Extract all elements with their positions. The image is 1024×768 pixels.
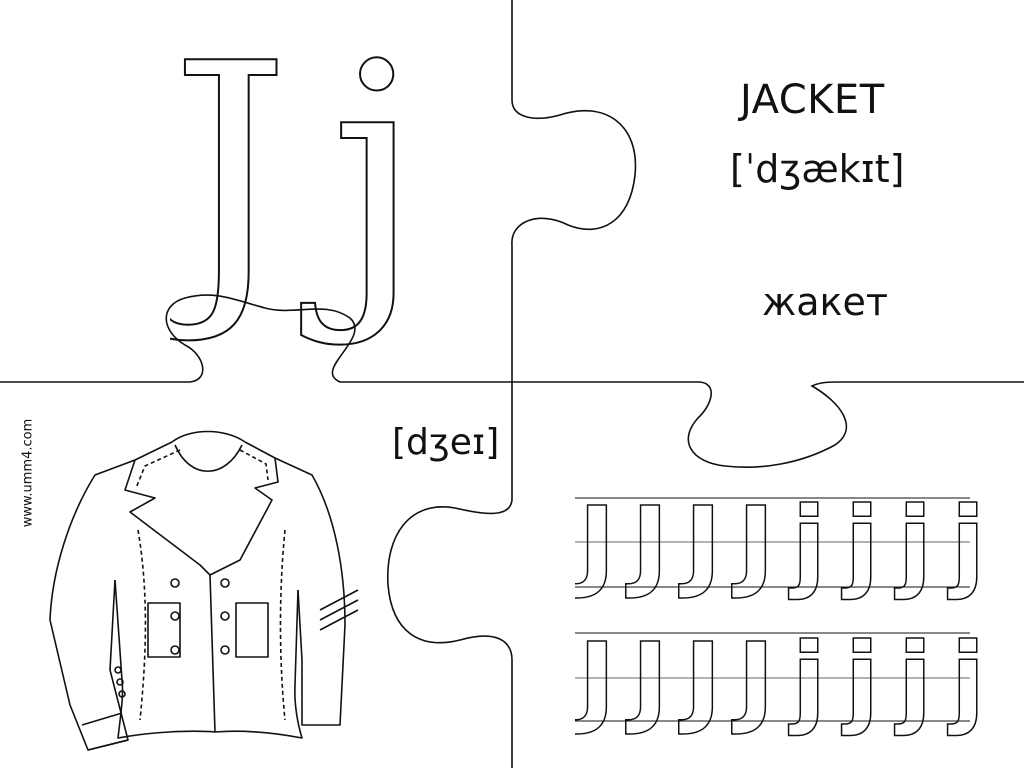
word-transcription: [ˈdʒækɪt] <box>730 147 905 191</box>
practice-letter: J <box>625 621 668 738</box>
practice-letter: j <box>788 621 826 738</box>
practice-letter: j <box>947 621 985 738</box>
jacket-cuff-button <box>114 666 122 674</box>
jacket-cuff-button <box>116 678 124 686</box>
word-english: JACKET <box>740 77 885 123</box>
practice-letter: j <box>894 490 932 602</box>
jacket-right-sleeve <box>274 457 346 726</box>
practice-letter: j <box>894 621 932 738</box>
jacket-button <box>220 578 230 588</box>
uppercase-j: J <box>170 20 290 349</box>
practice-letter: J <box>731 621 774 738</box>
practice-letter: J <box>731 490 774 602</box>
jacket-right-lapel <box>209 441 279 576</box>
practice-letter: J <box>678 490 721 602</box>
jacket-collar-stand <box>171 430 246 443</box>
lowercase-j: j <box>297 20 423 349</box>
site-label: www.umm4.com <box>20 418 36 528</box>
practice-letter: J <box>575 490 616 602</box>
jacket-sleeve-stripes <box>319 589 359 631</box>
jacket-left-lapel <box>124 441 211 576</box>
jacket-left-pocket <box>147 602 181 658</box>
practice-letter: j <box>947 490 985 602</box>
letter-sound: [dʒeɪ] <box>392 422 500 463</box>
puzzle-edge-vertical-bottom <box>387 382 513 768</box>
practice-letter: J <box>678 621 721 738</box>
practice-letter: j <box>841 490 879 602</box>
letters-jj-artwork: J j <box>170 20 424 350</box>
puzzle-edge-top-left <box>0 294 512 383</box>
practice-letter: j <box>841 621 879 738</box>
puzzle-edge-top-right <box>512 381 1024 468</box>
jacket-button <box>220 611 230 621</box>
jacket-back-neck <box>174 444 243 472</box>
jacket-right-pocket <box>235 602 269 658</box>
jacket-icon <box>49 430 359 751</box>
jacket-right-body <box>214 589 303 739</box>
jacket-button <box>170 578 180 588</box>
jacket-button <box>170 645 180 655</box>
jacket-left-sleeve <box>49 459 136 751</box>
site-watermark: www.umm4.com <box>18 398 38 548</box>
jacket-button <box>220 645 230 655</box>
jacket-cuff-button <box>118 690 126 698</box>
jacket-stitching <box>135 449 286 721</box>
puzzle-edge-vertical-top <box>511 0 637 382</box>
practice-letter: j <box>788 490 826 602</box>
practice-letter: J <box>575 621 616 738</box>
word-translation: жакет <box>762 280 888 324</box>
jacket-button <box>170 611 180 621</box>
jacket-front-edge <box>209 574 216 733</box>
jacket-left-cuff <box>81 712 129 751</box>
practice-letter: J <box>625 490 668 602</box>
